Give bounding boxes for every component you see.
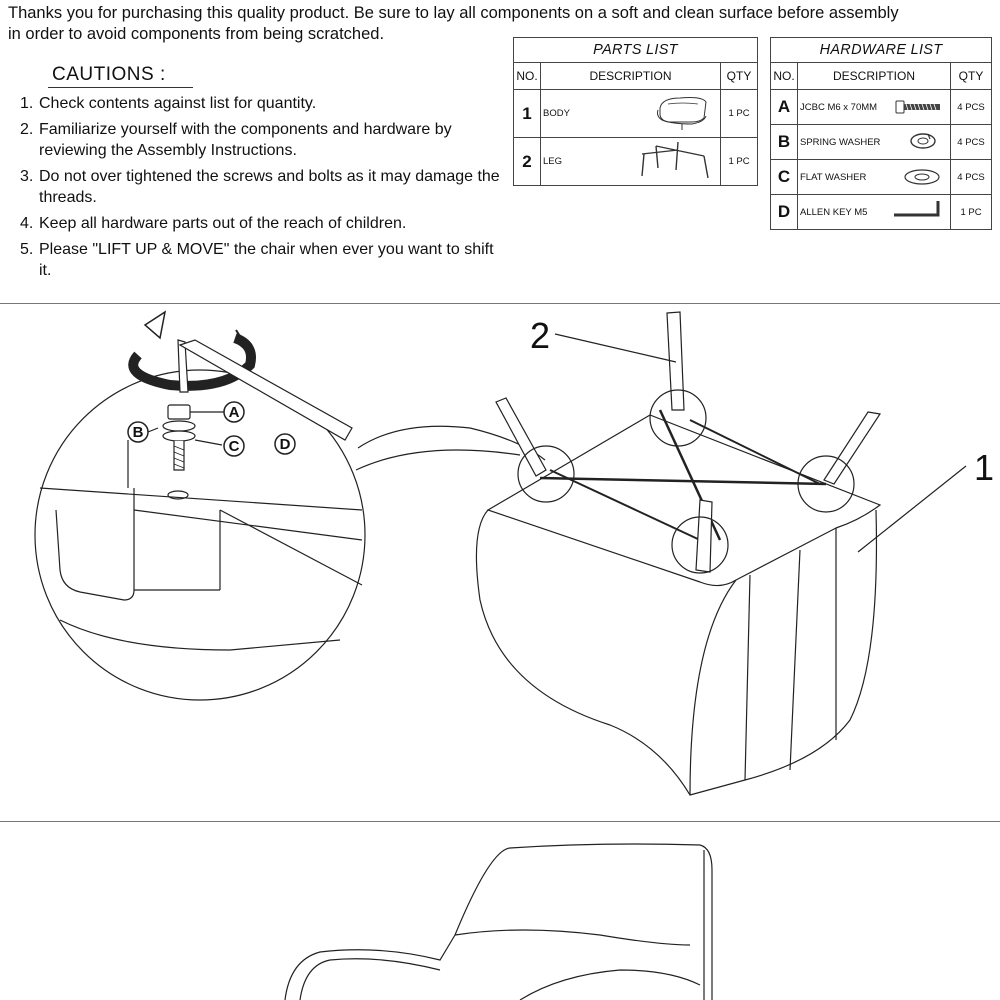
- allen-key-icon: [894, 201, 940, 217]
- callout-b: B: [133, 424, 144, 441]
- hardware-list-table: HARDWARE LIST NO. DESCRIPTION QTY A JCBC…: [770, 37, 992, 230]
- flat-washer-icon: [904, 169, 940, 185]
- part-label-1: 1: [974, 447, 994, 488]
- spring-washer-icon: [910, 133, 936, 149]
- leader-line-1: [857, 465, 967, 553]
- chair-body-icon: [657, 97, 707, 130]
- detail-zoom-circle: [34, 369, 366, 701]
- caution-item: 5.Please "LIFT UP & MOVE" the chair when…: [20, 241, 494, 279]
- chair-leg: [495, 397, 547, 477]
- parts-row: 1 BODY 1 PC: [513, 89, 758, 138]
- cautions-list: 1.Check contents against list for quanti…: [20, 93, 500, 286]
- caution-item: 3.Do not over tightened the screws and b…: [20, 168, 500, 206]
- chair-front-outline: [284, 843, 713, 1000]
- bolt-head-detail: [167, 404, 191, 420]
- chair-leg: [823, 411, 882, 485]
- hardware-header-description: DESCRIPTION: [797, 62, 951, 90]
- bolt-shaft-detail: [173, 441, 185, 471]
- hardware-row: D ALLEN KEY M5 1 PC: [770, 194, 992, 230]
- part-description: BODY: [543, 108, 570, 119]
- allen-key-detail: [177, 339, 189, 393]
- caution-item: 4.Keep all hardware parts out of the rea…: [20, 215, 407, 232]
- leg-frame-bar: [539, 476, 827, 486]
- chair-leg-frame-icon: [641, 141, 709, 179]
- hardware-row: C FLAT WASHER 4 PCS: [770, 159, 992, 195]
- rotation-arrowhead-icon: [143, 310, 167, 340]
- callout-d: D: [280, 436, 291, 453]
- hardware-row: B SPRING WASHER 4 PCS: [770, 124, 992, 160]
- parts-header-no: NO.: [513, 62, 541, 90]
- hardware-row: A JCBC M6 x 70MM 4 PCS: [770, 89, 992, 125]
- hardware-description: FLAT WASHER: [800, 171, 867, 183]
- cautions-title: CAUTIONS :: [52, 64, 166, 85]
- section-divider: [0, 303, 1000, 304]
- intro-text: Thanks you for purchasing this quality p…: [8, 4, 899, 43]
- leader-line-2: [554, 333, 677, 363]
- bolt-icon: [895, 100, 940, 114]
- hardware-header-no: NO.: [770, 62, 798, 90]
- cautions-underline: [48, 87, 193, 88]
- flat-washer-detail: [162, 430, 196, 442]
- spring-washer-detail: [162, 420, 196, 432]
- chair-body-outline: [475, 509, 878, 796]
- callout-a: A: [229, 404, 240, 421]
- part-description: LEG: [543, 156, 563, 167]
- part-label-2: 2: [530, 315, 550, 356]
- callout-c: C: [229, 438, 240, 455]
- caution-item: 2.Familiarize yourself with the componen…: [20, 121, 452, 159]
- hardware-description: SPRING WASHER: [800, 136, 881, 148]
- parts-list-title: PARTS LIST: [513, 37, 758, 63]
- hardware-description: ALLEN KEY M5: [800, 206, 868, 218]
- section-divider: [0, 821, 1000, 822]
- hardware-description: JCBC M6 x 70MM: [800, 101, 878, 113]
- parts-header-qty: QTY: [720, 62, 758, 90]
- caution-item: 1.Check contents against list for quanti…: [20, 95, 317, 112]
- chair-leg: [695, 499, 713, 573]
- hardware-list-title: HARDWARE LIST: [770, 37, 992, 63]
- parts-list-table: PARTS LIST NO. DESCRIPTION QTY 1 BODY 1 …: [513, 37, 758, 186]
- parts-row: 2 LEG 1 PC: [513, 137, 758, 186]
- chair-leg: [666, 311, 685, 411]
